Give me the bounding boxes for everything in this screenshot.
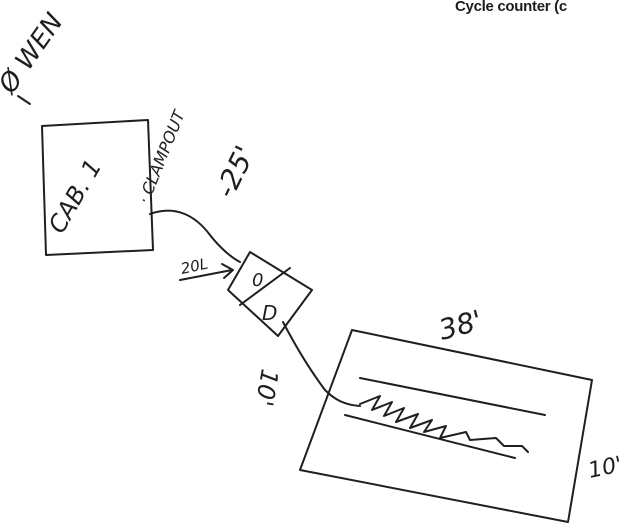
cable-upper (150, 211, 240, 262)
junction-divider (240, 268, 290, 305)
field-width-label: 10' (586, 452, 625, 484)
cabinet-label: CAB. 1 (43, 155, 107, 238)
coil-zigzag (360, 396, 528, 452)
cable-length-label: -25' (209, 141, 262, 203)
wen-mark (18, 96, 30, 104)
field-length-label: 38' (435, 304, 485, 347)
cable-lower (283, 322, 360, 406)
wen-label: Ø WEN (0, 8, 70, 100)
drop-length-label: 10' (250, 367, 284, 408)
cable-note-label: · CLAMPOUT (134, 107, 189, 207)
box-top-label: 0 (252, 270, 263, 291)
box-bottom-label: D (262, 301, 277, 325)
cabinet-box (42, 120, 153, 255)
